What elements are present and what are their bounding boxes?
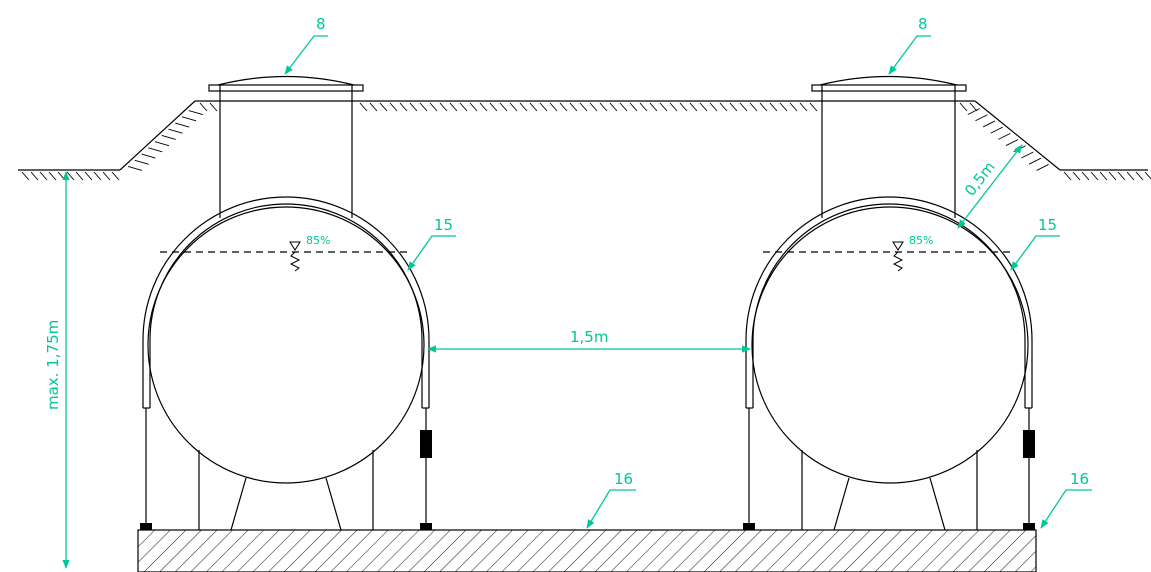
label-manhole-right: 8 [918, 15, 928, 33]
tank-left [140, 75, 432, 531]
label-spacing: 1,5m [570, 328, 608, 346]
base-slab [137, 529, 1037, 572]
leader-base-mid [586, 489, 636, 529]
tank-right [743, 75, 1035, 531]
cover-depth-dimension-line [957, 144, 1023, 229]
leader-cover-right [1010, 235, 1060, 271]
labels: 8 8 15 15 16 16 85% 85% 1,5m 0,5m max. 1… [44, 15, 1089, 488]
leader-manhole-left [284, 35, 328, 75]
dimensions [62, 35, 1092, 569]
label-cover-depth: 0,5m [961, 158, 999, 199]
label-max-depth: max. 1,75m [44, 320, 62, 410]
label-fill-left: 85% [306, 234, 330, 247]
label-fill-right: 85% [909, 234, 933, 247]
leader-base-right [1040, 489, 1092, 529]
label-base-mid: 16 [614, 470, 633, 488]
label-cover-left: 15 [434, 216, 453, 234]
ground-surface [18, 100, 1151, 181]
leader-cover-left [407, 235, 456, 271]
leader-manhole-right [888, 35, 931, 75]
label-manhole-left: 8 [316, 15, 326, 33]
label-cover-right: 15 [1038, 216, 1057, 234]
label-base-right: 16 [1070, 470, 1089, 488]
